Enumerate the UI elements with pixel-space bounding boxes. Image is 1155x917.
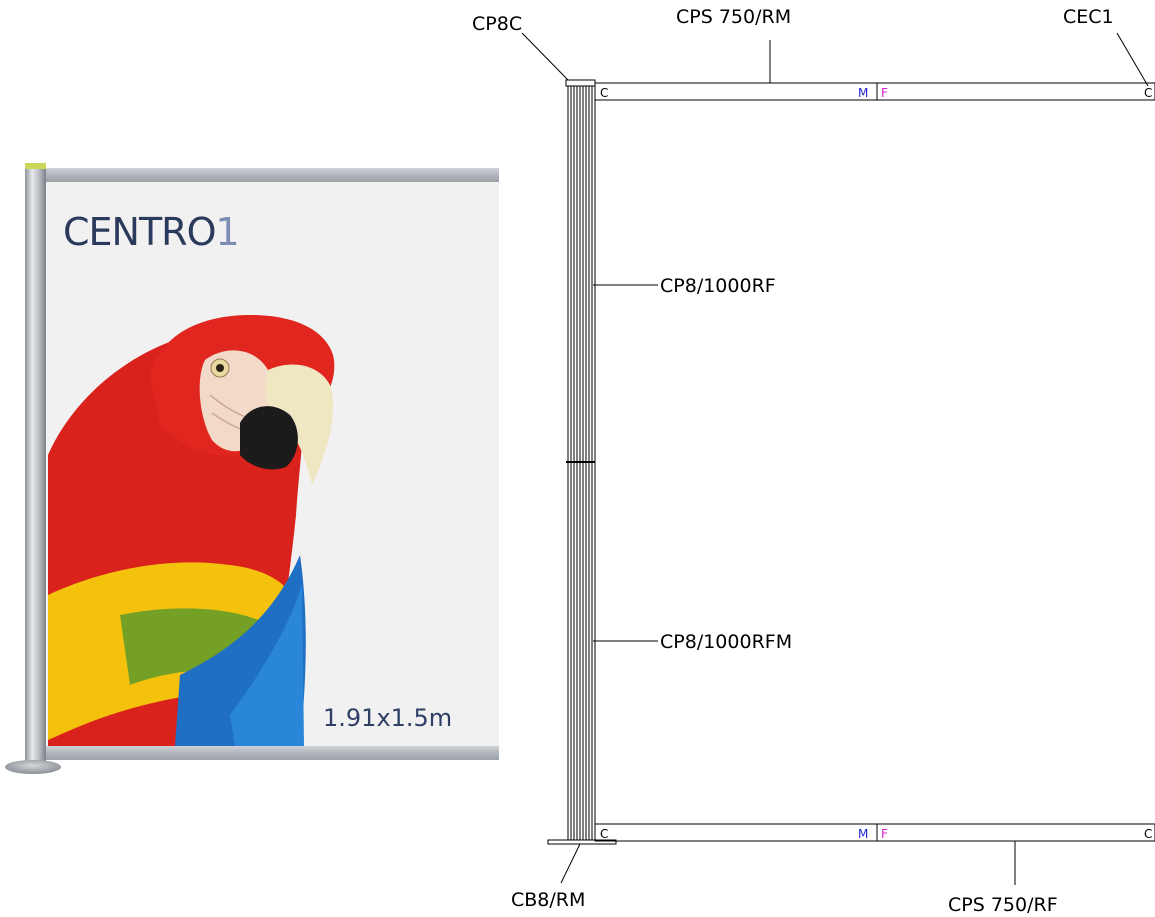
top-rail-female-marker: F	[881, 86, 888, 100]
bottom-rail-male-marker: M	[858, 827, 868, 841]
banner-title: CENTRO1	[63, 210, 240, 254]
base-plate-drawing	[547, 839, 617, 845]
label-base: CB8/RM	[511, 889, 585, 911]
leader-end-cap	[1116, 32, 1149, 87]
pole-photo	[25, 163, 46, 763]
bottom-rail-female-marker: F	[881, 827, 888, 841]
product-photo	[5, 163, 499, 774]
label-lower-pole: CP8/1000RFM	[660, 631, 792, 653]
base-photo	[5, 760, 61, 774]
top-rail-drawing	[594, 82, 1155, 101]
bottom-rail-drawing	[594, 823, 1155, 842]
bottom-rail-cap-right: C	[1144, 827, 1152, 841]
pole-drawing	[566, 86, 596, 840]
parrot-image	[48, 315, 335, 746]
label-top-rail: CPS 750/RM	[676, 6, 791, 28]
top-rail-cap-left: C	[600, 86, 608, 100]
label-end-cap: CEC1	[1063, 6, 1114, 28]
bottom-rail-photo	[44, 746, 499, 760]
leader-top-post-cap	[521, 32, 569, 81]
label-upper-pole: CP8/1000RF	[660, 275, 776, 297]
leader-base	[560, 843, 581, 884]
bottom-rail-cap-left: C	[600, 827, 608, 841]
pole-cap-drawing	[565, 79, 596, 87]
label-top-post-cap: CP8C	[472, 13, 522, 35]
top-rail-male-marker: M	[858, 86, 868, 100]
banner-size-label: 1.91x1.5m	[323, 704, 453, 732]
top-rail-photo	[44, 168, 499, 182]
top-rail-cap-right: C	[1144, 86, 1152, 100]
label-bottom-rail: CPS 750/RF	[948, 894, 1058, 916]
banner-title-accent: 1	[215, 210, 240, 254]
assembly-diagram: C M F C C M F C CP8C CPS 750/RM CEC1 CP8…	[472, 6, 1155, 916]
pole-cap-photo	[25, 163, 46, 169]
